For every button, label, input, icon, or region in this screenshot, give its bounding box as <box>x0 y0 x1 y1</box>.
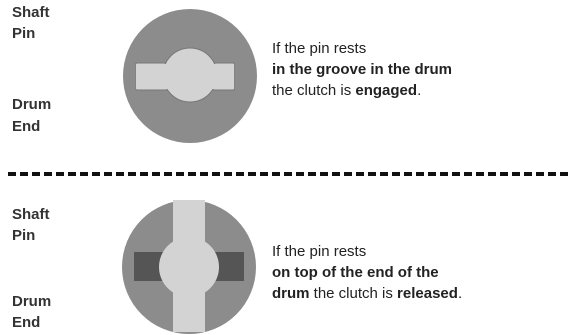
shaft-label: Shaft <box>12 206 50 223</box>
pin-bar-fill <box>136 64 234 89</box>
released-line-3b: the clutch is <box>309 285 398 302</box>
released-description: If the pin rests on top of the end of th… <box>272 241 462 304</box>
released-line-2: on top of the end of the <box>272 264 439 281</box>
released-line-3: drum the clutch is released. <box>272 283 462 304</box>
shaft-label: Shaft <box>12 4 50 21</box>
engaged-line-1: If the pin rests <box>272 40 367 57</box>
drum-label: Drum <box>12 293 52 310</box>
drum-label: Drum <box>12 96 52 113</box>
released-clutch-diagram <box>122 200 256 334</box>
released-line-3a: drum <box>272 285 310 302</box>
released-keyword: released <box>397 285 458 302</box>
engaged-line-3: the clutch is engaged. <box>272 80 452 101</box>
end-label: End <box>12 118 41 135</box>
engaged-clutch-diagram <box>123 9 257 143</box>
engaged-line-2: in the groove in the drum <box>272 61 453 78</box>
section-divider <box>8 172 568 176</box>
released-line-1: If the pin rests <box>272 243 367 260</box>
engaged-keyword: engaged <box>355 82 418 99</box>
engaged-line-3a: the clutch is <box>272 82 356 99</box>
released-line-3d: . <box>457 285 463 302</box>
engaged-line-3c: . <box>417 82 422 99</box>
engaged-description: If the pin rests in the groove in the dr… <box>272 38 452 101</box>
pin-label: Pin <box>12 25 36 42</box>
shaft-circle <box>159 237 219 297</box>
end-label: End <box>12 314 41 331</box>
pin-label: Pin <box>12 227 36 244</box>
